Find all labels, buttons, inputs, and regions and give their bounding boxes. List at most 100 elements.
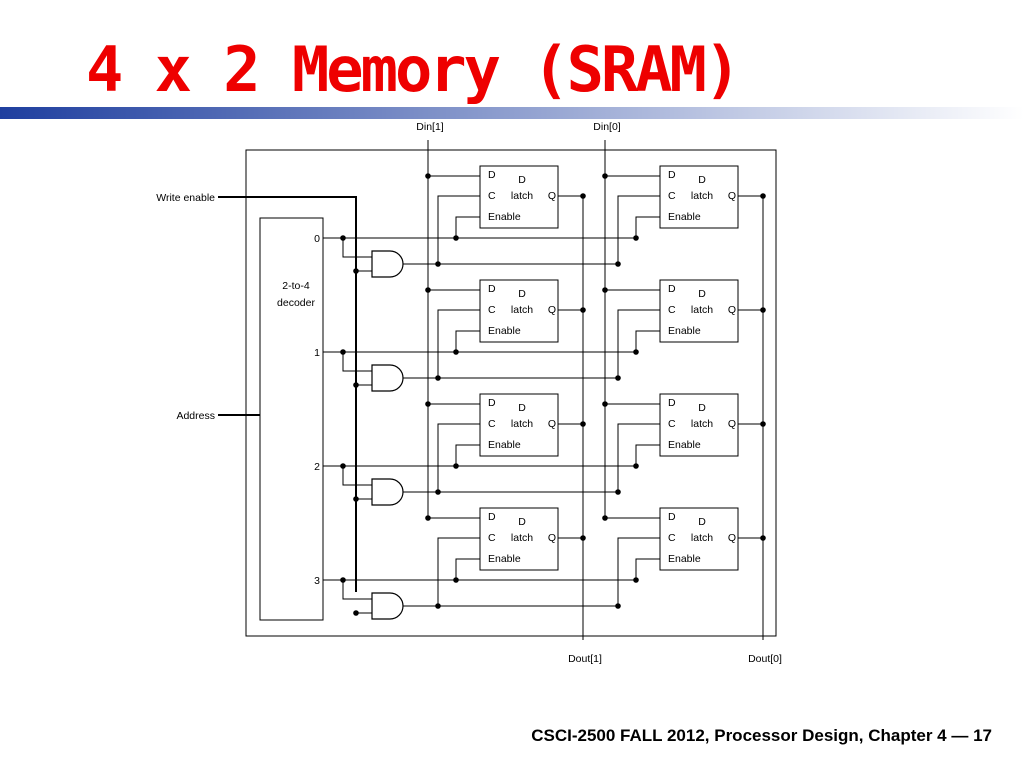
- latch-enable-input: [635, 330, 660, 352]
- title-rule: [0, 107, 1024, 119]
- decoder-output-1: 1: [314, 347, 320, 359]
- junction-dot: [425, 287, 431, 293]
- latch-d-pin: D: [488, 511, 496, 523]
- junction-dot: [760, 307, 766, 313]
- latch-c-pin: C: [488, 304, 496, 316]
- latch-enable-input: [455, 216, 480, 238]
- latch-enable-input: [455, 558, 480, 580]
- latch-d-pin: D: [668, 511, 676, 523]
- latch-d-pin: D: [668, 397, 676, 409]
- decoder-output-0: 0: [314, 233, 320, 245]
- circuit-boundary: [245, 149, 777, 637]
- latch-d-pin: D: [488, 397, 496, 409]
- latch-title-d: D: [698, 402, 706, 414]
- latch-c-pin: C: [488, 190, 496, 202]
- latch-enable-input: [455, 330, 480, 352]
- decoder-output-2: 2: [314, 461, 320, 473]
- junction-dot: [425, 515, 431, 521]
- junction-dot: [353, 496, 359, 502]
- junction-dot: [760, 421, 766, 427]
- latch-enable-pin: Enable: [668, 211, 701, 223]
- latch-c-input: [437, 537, 480, 606]
- d-latch: [479, 165, 559, 229]
- junction-dot: [580, 535, 586, 541]
- junction-dot: [602, 515, 608, 521]
- d-latch: [659, 279, 739, 343]
- junction-dot: [453, 235, 459, 241]
- latch-title: latch: [691, 418, 713, 430]
- latch-enable-pin: Enable: [488, 211, 521, 223]
- slide-title: 4 x 2 Memory (SRAM): [86, 33, 741, 106]
- junction-dot: [453, 463, 459, 469]
- junction-dot: [580, 307, 586, 313]
- latch-enable-pin: Enable: [668, 325, 701, 337]
- junction-dot: [340, 577, 346, 583]
- latch-q-pin: Q: [728, 532, 736, 544]
- and-input-decode: [342, 580, 372, 600]
- latch-c-input: [617, 423, 660, 492]
- junction-dot: [602, 287, 608, 293]
- junction-dot: [353, 382, 359, 388]
- and-input-decode: [342, 466, 372, 486]
- latch-q-pin: Q: [548, 304, 556, 316]
- latch-enable-pin: Enable: [668, 553, 701, 565]
- latch-title-d: D: [698, 174, 706, 186]
- junction-dot: [602, 173, 608, 179]
- latch-title-d: D: [518, 516, 526, 528]
- and-gate: [371, 364, 404, 392]
- junction-dot: [615, 489, 621, 495]
- junction-dot: [453, 577, 459, 583]
- junction-dot: [615, 261, 621, 267]
- latch-title-d: D: [518, 402, 526, 414]
- junction-dot: [453, 349, 459, 355]
- junction-dot: [353, 268, 359, 274]
- latch-c-input: [437, 423, 480, 492]
- and-gate: [371, 592, 404, 620]
- latch-d-pin: D: [488, 169, 496, 181]
- junction-dot: [340, 463, 346, 469]
- latch-title: latch: [511, 418, 533, 430]
- latch-title: latch: [691, 190, 713, 202]
- latch-enable-pin: Enable: [488, 439, 521, 451]
- d-latch: [479, 393, 559, 457]
- latch-d-pin: D: [488, 283, 496, 295]
- junction-dot: [340, 235, 346, 241]
- latch-c-input: [437, 195, 480, 264]
- d-latch: [479, 279, 559, 343]
- latch-d-pin: D: [668, 169, 676, 181]
- latch-enable-input: [635, 216, 660, 238]
- decoder-label-line2: decoder: [277, 297, 315, 309]
- latch-c-input: [617, 537, 660, 606]
- junction-dot: [760, 193, 766, 199]
- junction-dot: [633, 577, 639, 583]
- write-enable-label: Write enable: [156, 192, 215, 204]
- latch-q-pin: Q: [728, 190, 736, 202]
- d-latch: [659, 393, 739, 457]
- latch-c-input: [617, 309, 660, 378]
- latch-q-pin: Q: [548, 532, 556, 544]
- junction-dot: [435, 603, 441, 609]
- latch-enable-input: [455, 444, 480, 466]
- latch-c-pin: C: [668, 418, 676, 430]
- latch-d-pin: D: [668, 283, 676, 295]
- d-latch: [659, 507, 739, 571]
- and-input-decode: [342, 238, 372, 258]
- junction-dot: [602, 401, 608, 407]
- junction-dot: [435, 489, 441, 495]
- junction-dot: [615, 603, 621, 609]
- and-input-decode: [342, 352, 372, 372]
- latch-q-pin: Q: [548, 190, 556, 202]
- latch-q-pin: Q: [728, 418, 736, 430]
- junction-dot: [425, 173, 431, 179]
- latch-title-d: D: [698, 288, 706, 300]
- latch-title: latch: [511, 532, 533, 544]
- address-label: Address: [176, 410, 215, 422]
- latch-c-pin: C: [668, 304, 676, 316]
- latch-q-pin: Q: [548, 418, 556, 430]
- junction-dot: [580, 421, 586, 427]
- latch-enable-pin: Enable: [488, 553, 521, 565]
- latch-c-pin: C: [668, 532, 676, 544]
- slide-footer: CSCI-2500 FALL 2012, Processor Design, C…: [531, 726, 992, 745]
- din1-label: Din[1]: [416, 121, 444, 133]
